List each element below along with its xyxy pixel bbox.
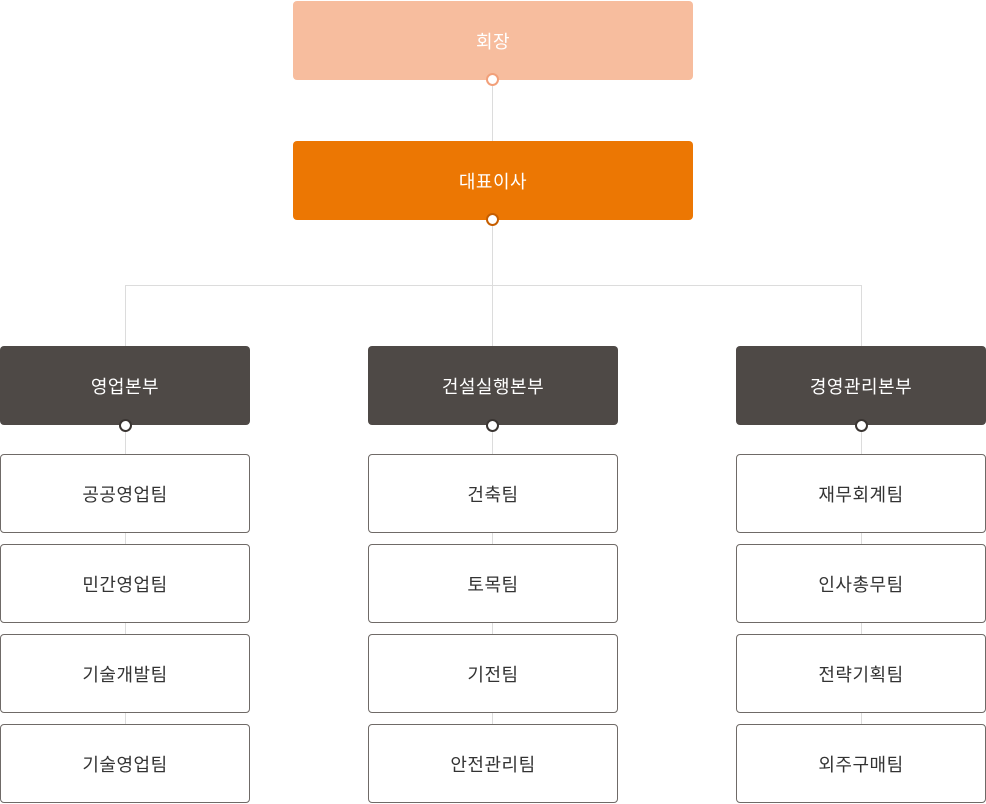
team-box: 토목팀 [368,544,618,623]
ceo-connector-dot [486,213,499,226]
connector-chairman-ceo [492,80,493,141]
team-box: 공공영업팀 [0,454,250,533]
division-management-dot [855,419,868,432]
team-box: 기술영업팀 [0,724,250,803]
division-sales-dot [119,419,132,432]
team-label: 재무회계팀 [818,484,904,506]
division-construction-dot [486,419,499,432]
division-construction: 건설실행본부 [368,346,618,425]
chairman-connector-dot [486,73,499,86]
connector-drop-right [861,285,862,346]
division-label: 경영관리본부 [809,376,913,398]
team-box: 민간영업팀 [0,544,250,623]
team-label: 민간영업팀 [82,574,168,596]
team-box: 전략기획팀 [736,634,986,713]
team-box: 인사총무팀 [736,544,986,623]
team-box: 기전팀 [368,634,618,713]
team-box: 외주구매팀 [736,724,986,803]
connector-drop-left [125,285,126,346]
connector-drop-center [492,285,493,346]
team-label: 전략기획팀 [818,664,904,686]
ceo-box: 대표이사 [293,141,693,220]
team-box: 재무회계팀 [736,454,986,533]
team-box: 기술개발팀 [0,634,250,713]
team-box: 안전관리팀 [368,724,618,803]
team-label: 기술영업팀 [82,754,168,776]
chairman-label: 회장 [475,31,511,53]
ceo-label: 대표이사 [458,171,528,193]
team-label: 공공영업팀 [82,484,168,506]
team-label: 기술개발팀 [82,664,168,686]
division-label: 건설실행본부 [441,376,545,398]
connector-ceo-trunk [492,220,493,286]
team-label: 외주구매팀 [818,754,904,776]
team-label: 건축팀 [467,484,519,506]
team-label: 인사총무팀 [818,574,904,596]
team-label: 기전팀 [467,664,519,686]
connector-horizontal-bar [125,285,862,286]
team-box: 건축팀 [368,454,618,533]
division-sales: 영업본부 [0,346,250,425]
chairman-box: 회장 [293,1,693,80]
division-management: 경영관리본부 [736,346,986,425]
team-label: 안전관리팀 [450,754,536,776]
division-label: 영업본부 [90,376,160,398]
team-label: 토목팀 [467,574,519,596]
